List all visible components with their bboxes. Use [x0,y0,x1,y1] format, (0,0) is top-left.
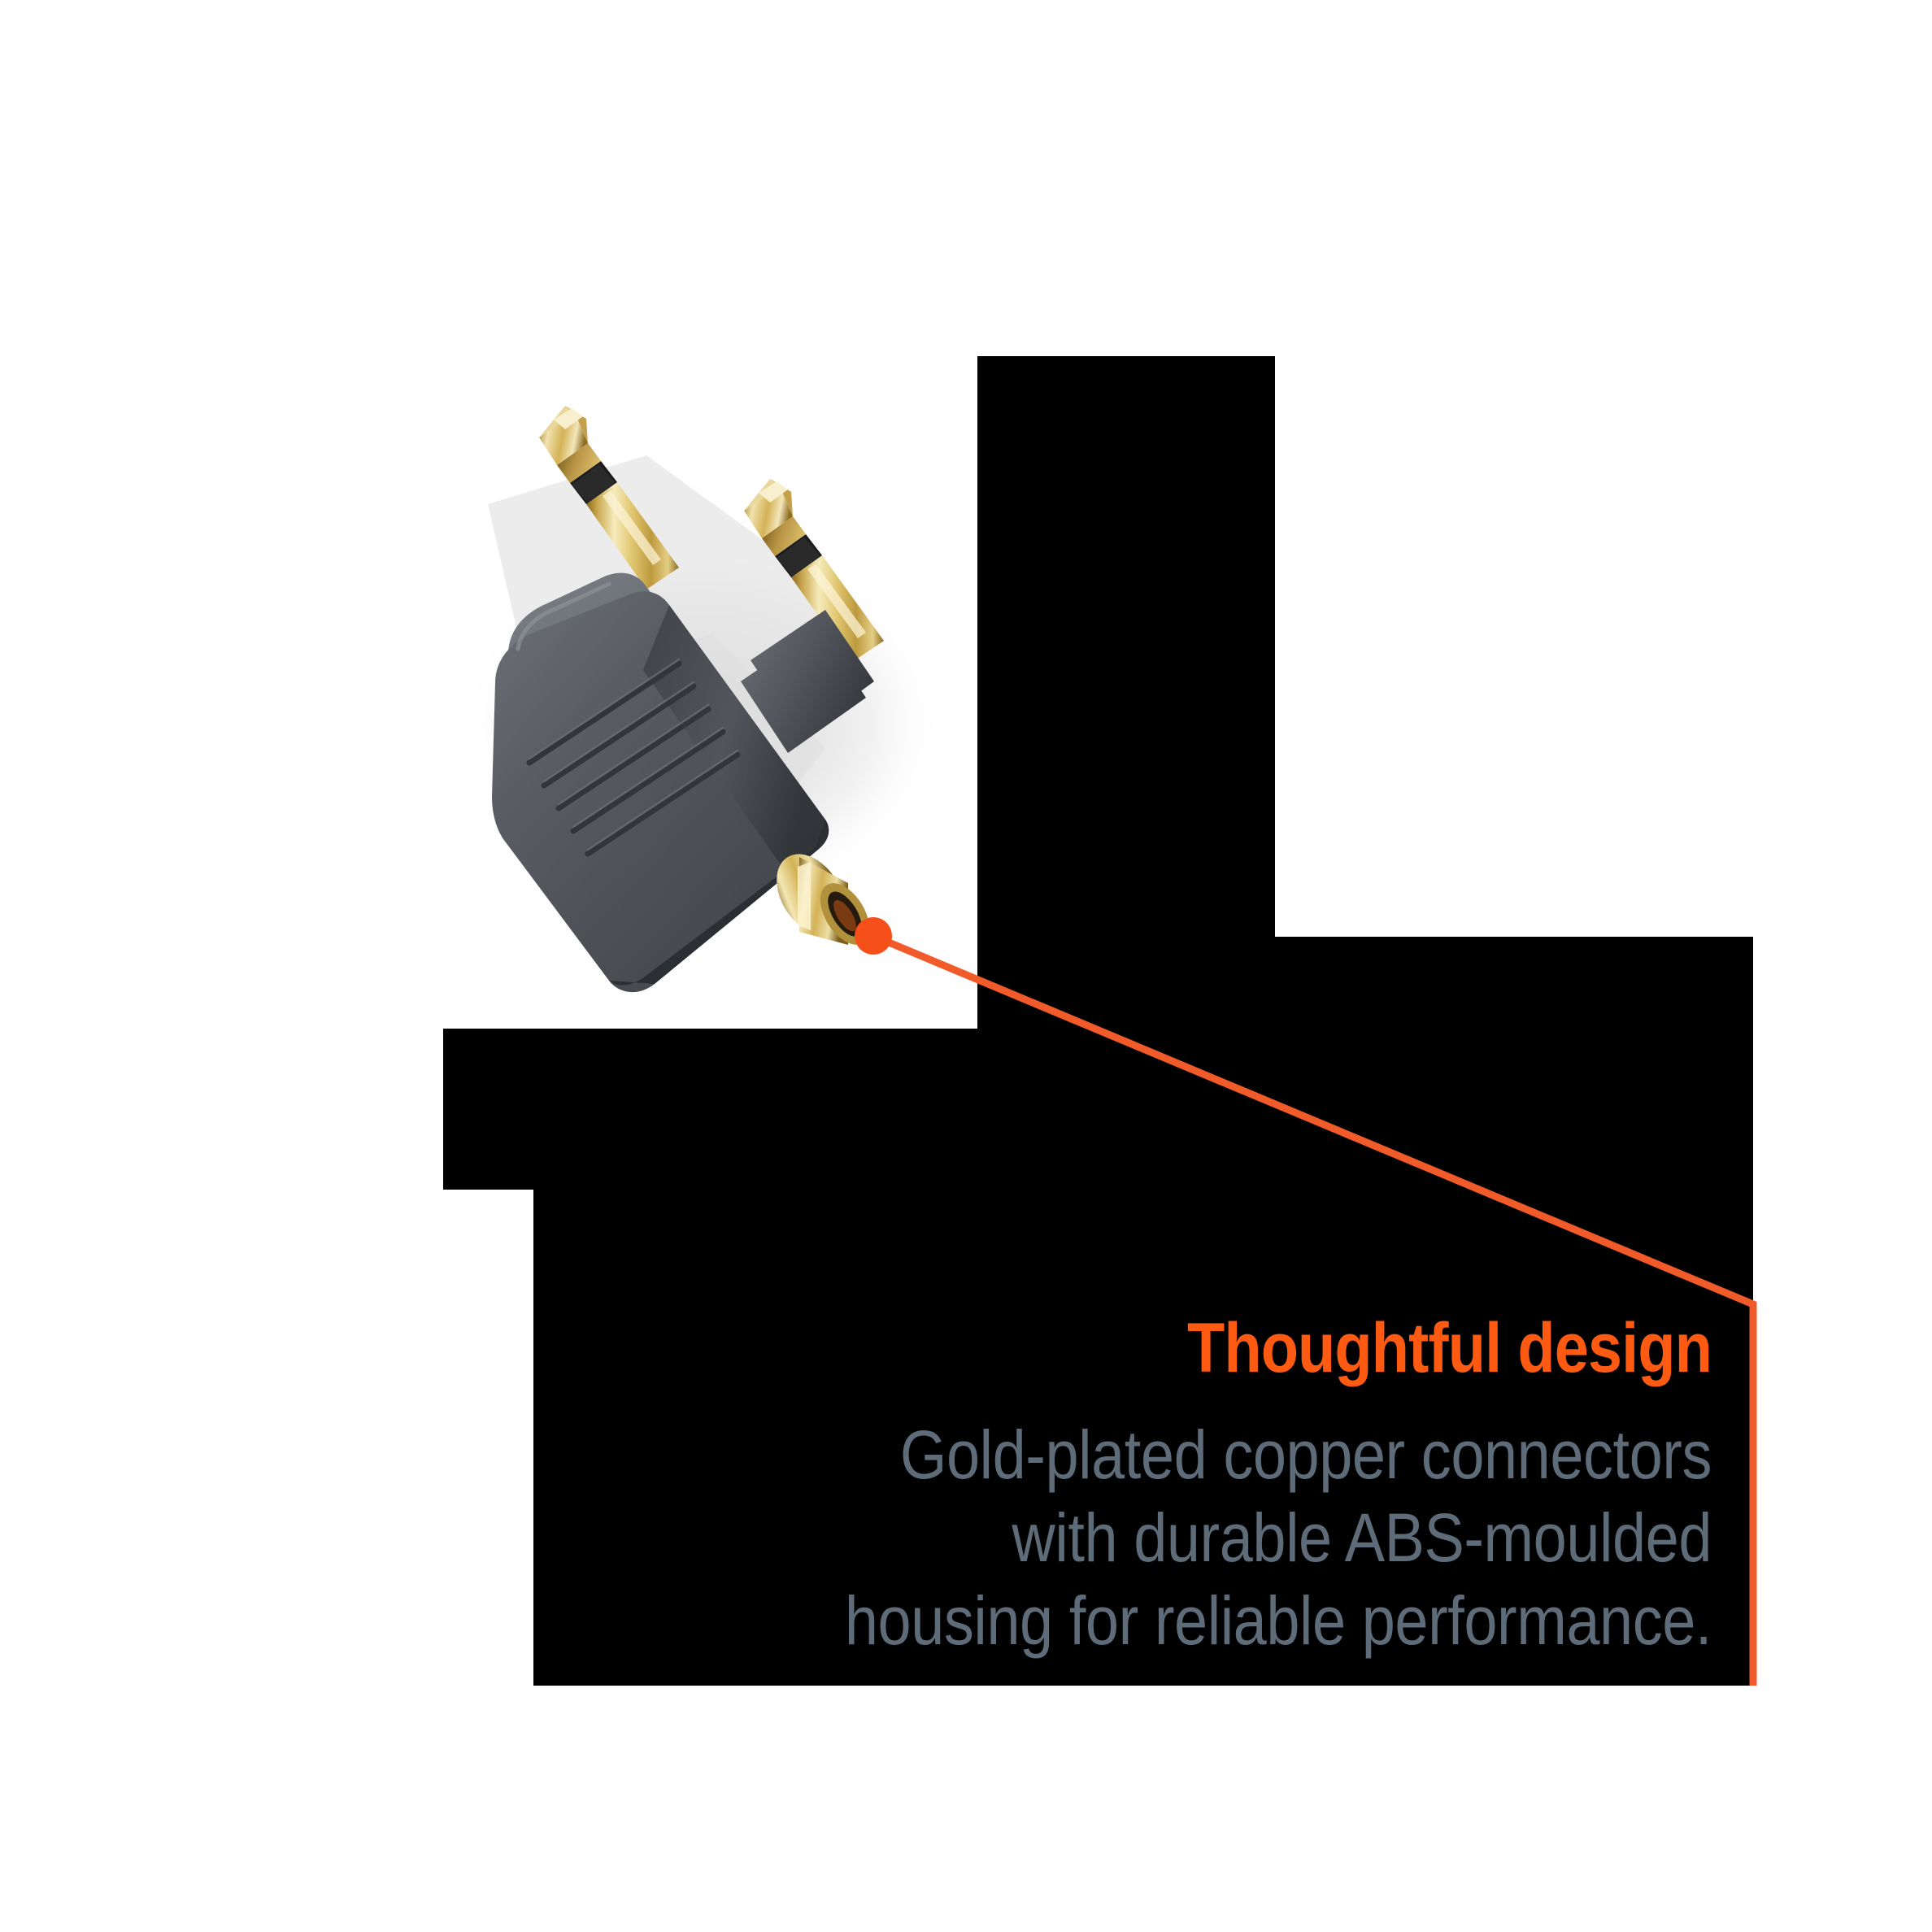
callout-description-line-2: with durable ABS-moulded [1012,1499,1712,1576]
alpha-region-mid [443,1029,973,1190]
housing [492,572,874,993]
adapter-illustration [443,342,977,1029]
callout-text-block: Thoughtful design Gold-plated copper con… [488,1308,1712,1662]
grip-ribs [526,660,741,857]
alpha-region-upper [973,356,1275,937]
plug-right [744,479,884,663]
callout-title: Thoughtful design [1187,1309,1712,1387]
callout-description-line-1: Gold-plated copper connectors [899,1416,1712,1493]
socket [777,854,870,945]
callout-description: Gold-plated copper connectors with durab… [488,1413,1712,1662]
plug-left [539,406,679,590]
product-image [443,342,977,1029]
callout-description-line-3: housing for reliable performance. [844,1582,1712,1659]
